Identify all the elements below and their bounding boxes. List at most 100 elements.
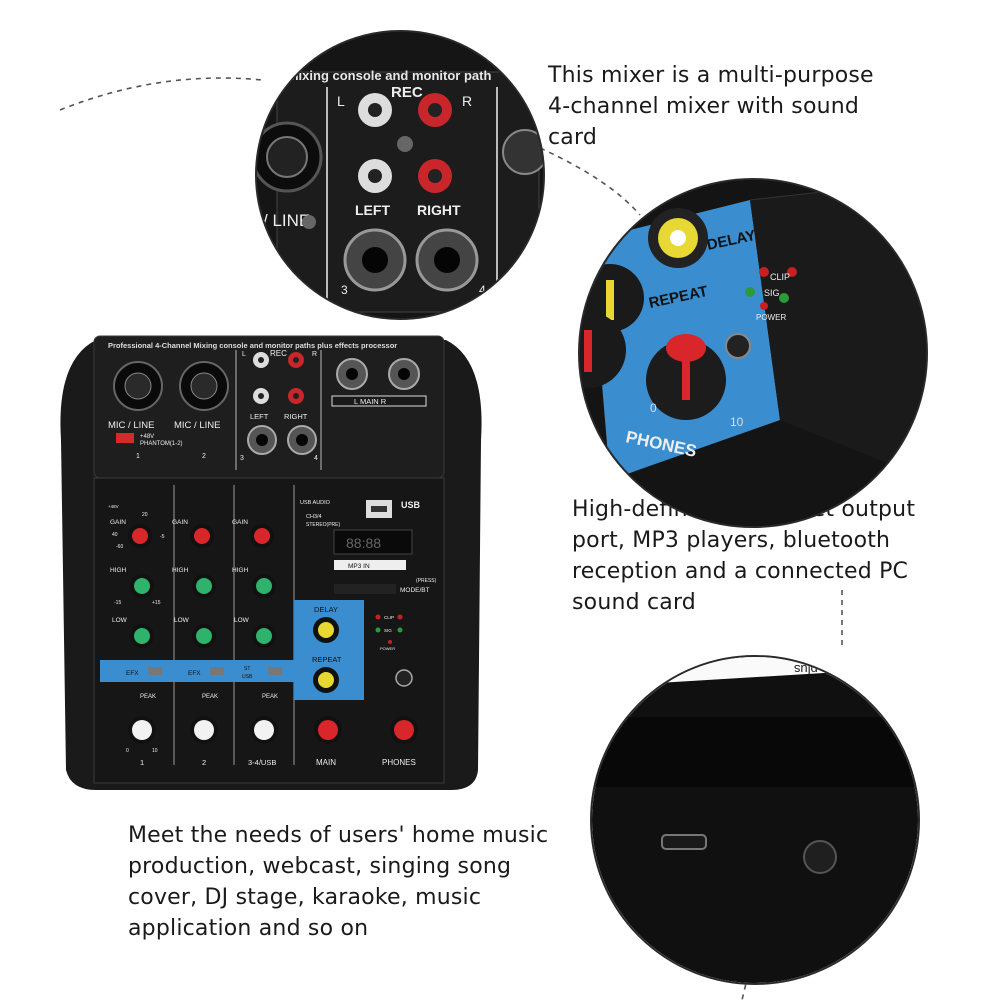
- gain-knob-3[interactable]: [250, 524, 274, 548]
- zoom-sig-label: SIG: [764, 288, 780, 298]
- repeat-knob[interactable]: [313, 667, 339, 693]
- level-knob-3[interactable]: [250, 716, 278, 744]
- caption-bottom-line: Meet the needs of users' home music: [128, 823, 549, 848]
- gain-knob-1[interactable]: [128, 524, 152, 548]
- efx-button-1[interactable]: [148, 667, 162, 675]
- xlr-jack-1-icon: [113, 361, 163, 411]
- level-zero: 0: [126, 748, 129, 754]
- delay-knob-icon: [648, 208, 708, 268]
- press-label: (PRESS): [416, 578, 437, 584]
- caption-bottom-line: production, webcast, singing song: [128, 854, 512, 879]
- transport-buttons[interactable]: [334, 584, 396, 594]
- zoom-inputs-detail: mixing console and monitor path / LINE R…: [255, 30, 545, 320]
- zoom-right-label: RIGHT: [417, 202, 461, 218]
- zoom-l-label: L: [337, 93, 345, 109]
- mode-bt-label: MODE/BT: [400, 587, 430, 594]
- caption-top-line: card: [548, 125, 598, 150]
- low-knob-3[interactable]: [252, 624, 276, 648]
- low-label-1: LOW: [112, 617, 128, 624]
- caption-middle-line: reception and a connected PC: [572, 559, 909, 584]
- main-label: MAIN: [316, 758, 336, 767]
- mic-line-label-1: MIC / LINE: [108, 420, 154, 431]
- gain-knob-2[interactable]: [190, 524, 214, 548]
- mic-line-label-2: MIC / LINE: [174, 420, 220, 431]
- leader-line-right: [539, 147, 641, 216]
- high-knob-2[interactable]: [192, 574, 216, 598]
- mixer-product-photo: Professional 4-Channel Mixing console an…: [56, 320, 486, 795]
- zoom-edge-text: for paths plus: [793, 662, 872, 677]
- jack-4-number: 4: [314, 455, 318, 462]
- mixer-header-text: Professional 4-Channel Mixing console an…: [108, 341, 397, 350]
- sig-label: SIG: [384, 628, 392, 633]
- sig-led: [375, 627, 381, 633]
- zoom-effects-detail: DELAY REPEAT PHONES 0 10 CLIP SIG POWER: [578, 178, 928, 528]
- zoom-num3: 3: [341, 283, 348, 297]
- high-knob-3[interactable]: [252, 574, 276, 598]
- main-knob-icon: [580, 312, 626, 388]
- peak-label-3: PEAK: [262, 694, 278, 700]
- main-knob[interactable]: [314, 716, 342, 744]
- phantom-power-button[interactable]: [116, 433, 134, 443]
- phantom-48v-label: +48V: [140, 434, 154, 440]
- level-ten: 10: [152, 748, 158, 754]
- usb-small-label: USB: [242, 674, 253, 680]
- usb-audio-label: USB AUDIO: [300, 500, 331, 506]
- channel-2-label: 2: [202, 758, 206, 767]
- caption-top-line: This mixer is a multi-purpose: [548, 63, 874, 88]
- high-label-3: HIGH: [232, 567, 249, 574]
- led-display: [333, 529, 413, 555]
- level-knob-1[interactable]: [128, 716, 156, 744]
- delay-knob[interactable]: [313, 617, 339, 643]
- power-led: [388, 640, 392, 644]
- clip-label: CLIP: [384, 615, 394, 620]
- gain-label-3: GAIN: [232, 519, 248, 526]
- low-knob-2[interactable]: [192, 624, 216, 648]
- gain-scale-20: 20: [142, 512, 148, 518]
- display-digits: 88:88: [346, 535, 381, 551]
- mp3-in-label: MP3 IN: [348, 563, 370, 570]
- level-knob-2[interactable]: [190, 716, 218, 744]
- caption-middle-line: port, MP3 players, bluetooth: [572, 528, 891, 553]
- efx-label-1: EFX: [126, 670, 139, 677]
- sig-led-icon: [745, 287, 755, 297]
- usb-label: USB: [401, 500, 421, 510]
- clip-led: [375, 614, 381, 620]
- screw-icon: [302, 215, 316, 229]
- caption-bottom-line: cover, DJ stage, karaoke, music: [128, 885, 482, 910]
- sig-led-icon: [779, 293, 789, 303]
- rca-jack-white-icon: [358, 159, 392, 193]
- gain-scale-5: -5: [160, 534, 165, 540]
- channel-1-label: 1: [140, 758, 144, 767]
- input-2-number: 2: [202, 453, 206, 460]
- efx-button-2[interactable]: [210, 667, 224, 675]
- repeat-label: REPEAT: [312, 655, 342, 664]
- jack-3-number: 3: [240, 455, 244, 462]
- clip-led-icon: [787, 267, 797, 277]
- xlr-jack-2-icon: [179, 361, 229, 411]
- left-label: LEFT: [250, 412, 269, 421]
- caption-middle-line: sound card: [572, 590, 696, 615]
- low-knob-1[interactable]: [130, 624, 154, 648]
- gain-scale-40: 40: [112, 532, 118, 538]
- phones-knob-icon: [646, 334, 726, 420]
- high-knob-1[interactable]: [130, 574, 154, 598]
- headphone-jack-icon: [725, 333, 751, 359]
- caption-top-line: 4-channel mixer with sound: [548, 94, 860, 119]
- low-label-2: LOW: [174, 617, 190, 624]
- rec-l-label: L: [242, 351, 246, 358]
- input-1-number: 1: [136, 453, 140, 460]
- st-usb-button[interactable]: [268, 667, 282, 675]
- v48-label: +48V: [108, 504, 119, 509]
- high-label-2: HIGH: [172, 567, 189, 574]
- zoom-num4: 4: [479, 283, 486, 297]
- rec-label: REC: [270, 349, 287, 358]
- phones-knob[interactable]: [390, 716, 418, 744]
- rca-jack-red-icon: [418, 159, 452, 193]
- rca-jack-white-icon: [358, 93, 392, 127]
- eq-scale-m15: -15: [114, 600, 121, 606]
- sig-led: [397, 627, 403, 633]
- gain-scale-60: -60: [116, 544, 123, 550]
- caption-bottom-line: application and so on: [128, 916, 369, 941]
- eq-scale-p15: +15: [152, 600, 161, 606]
- clip-led: [397, 614, 403, 620]
